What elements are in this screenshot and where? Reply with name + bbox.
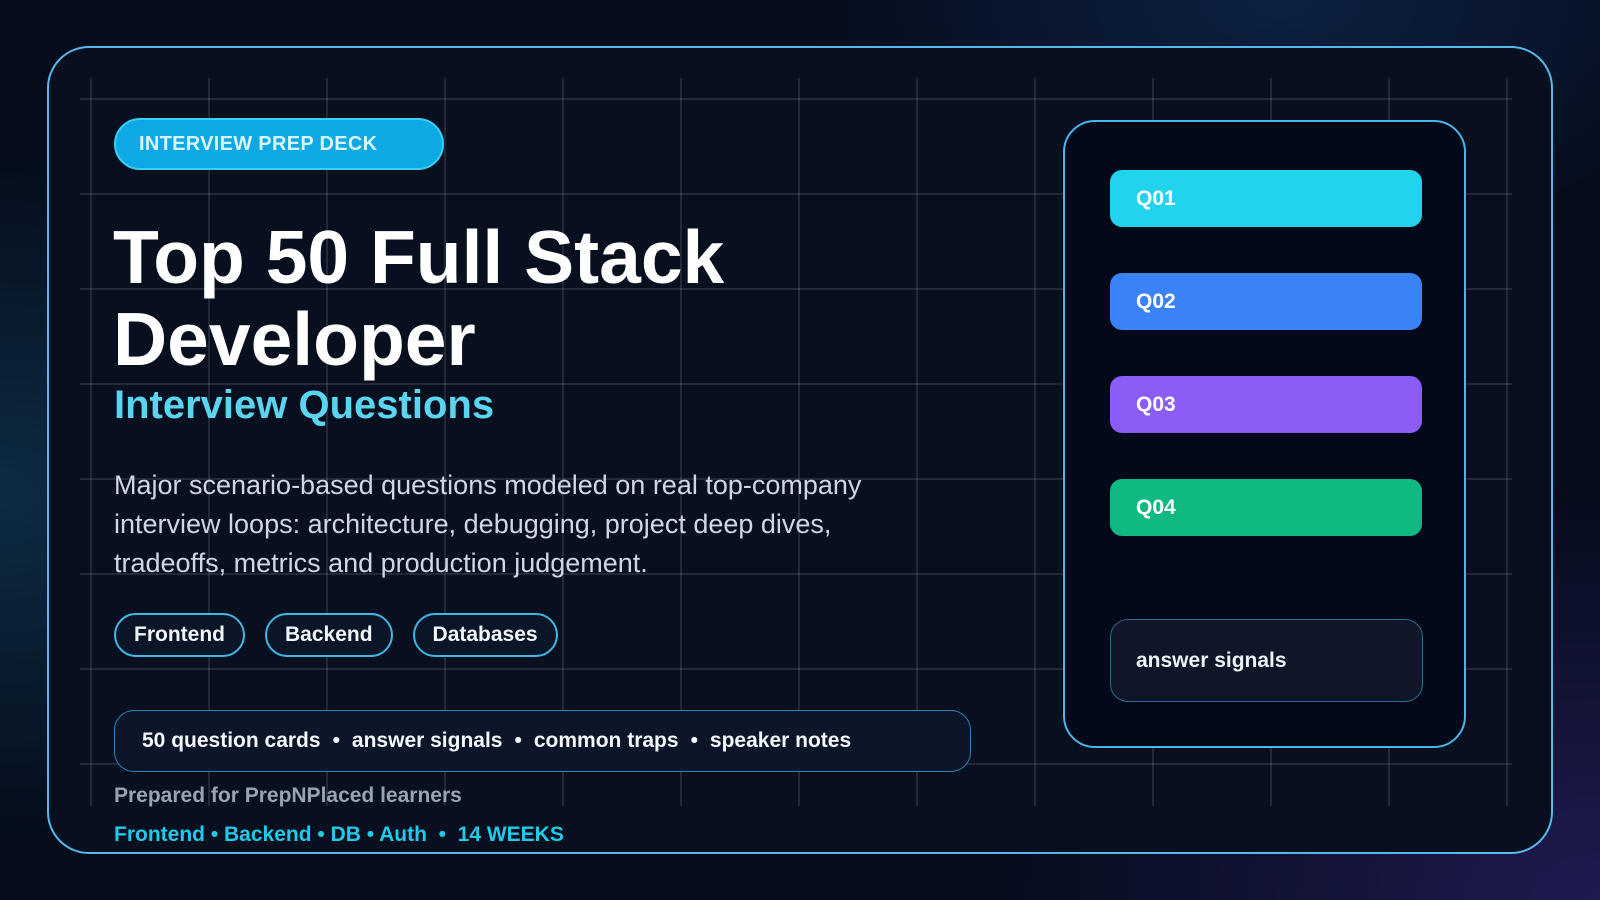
tag-backend[interactable]: Backend [264, 613, 393, 657]
answer-signals-box[interactable]: answer signals [1110, 619, 1423, 702]
page-title: Top 50 Full Stack Developer [113, 216, 933, 380]
slide-frame: INTERVIEW PREP DECK Top 50 Full Stack De… [47, 46, 1553, 854]
feature-separator: • [514, 729, 522, 752]
tag-frontend[interactable]: Frontend [114, 613, 245, 657]
topic-tags: Frontend Backend Databases [114, 613, 558, 657]
question-panel: Q01 Q02 Q03 Q04 answer signals [1063, 120, 1466, 748]
deck-description: Major scenario-based questions modeled o… [114, 470, 862, 578]
question-card-q04[interactable]: Q04 [1110, 479, 1422, 536]
tag-databases[interactable]: Databases [412, 613, 558, 657]
deck-badge: INTERVIEW PREP DECK [114, 118, 444, 170]
title-line-1: Top 50 Full Stack [113, 215, 725, 299]
question-card-q03[interactable]: Q03 [1110, 376, 1422, 433]
feature-item: answer signals [351, 729, 503, 752]
feature-separator: • [690, 729, 698, 752]
footer-topics: Frontend • Backend • DB • Auth • 14 WEEK… [114, 823, 564, 846]
prepared-by: Prepared for PrepNPlaced learners [114, 784, 462, 807]
question-card-q01[interactable]: Q01 [1110, 170, 1422, 227]
page-subtitle: Interview Questions [114, 383, 495, 427]
feature-item: speaker notes [709, 729, 852, 752]
title-line-2: Developer [113, 297, 476, 381]
feature-separator: • [332, 729, 340, 752]
feature-item: common traps [533, 729, 679, 752]
feature-item: 50 question cards [142, 729, 321, 752]
question-card-q02[interactable]: Q02 [1110, 273, 1422, 330]
feature-bar: 50 question cards • answer signals • common … [114, 710, 971, 772]
